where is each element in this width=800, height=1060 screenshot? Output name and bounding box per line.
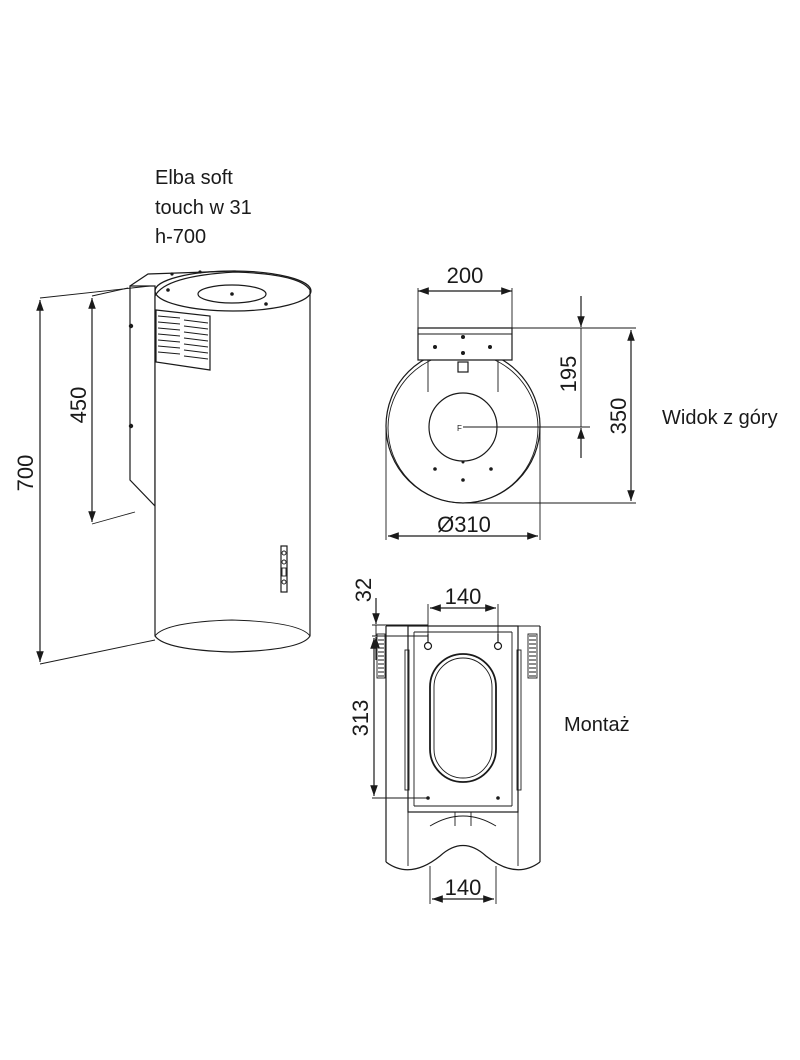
title-line-1: Elba soft (155, 167, 233, 189)
cylinder-top (154, 270, 312, 312)
mounting-plate (407, 625, 519, 813)
dim-width-top: 140 (445, 584, 482, 609)
wall-bracket (129, 285, 156, 508)
dim-diameter: Ø310 (437, 512, 491, 537)
top-view-caption: Widok z góry (662, 407, 778, 429)
dim-width-bottom: 140 (445, 875, 482, 900)
mount-view-caption: Montaż (564, 714, 630, 736)
dim-width-bracket: 200 (447, 263, 484, 288)
vent-grille (155, 309, 211, 371)
title-line-3: h-700 (155, 226, 206, 248)
touch-control-panel (280, 545, 288, 593)
center-mark: F (457, 424, 462, 433)
product-title: Elba soft touch w 31 h-700 (155, 167, 252, 248)
dim-height-bracket: 450 (66, 387, 91, 424)
dim-offset-top: 32 (351, 578, 376, 602)
side-view: 700 450 (13, 270, 312, 665)
break-line (385, 844, 541, 871)
mount-vent-left (376, 633, 386, 679)
dim-height-total: 700 (13, 455, 38, 492)
dim-depth-total: 350 (606, 398, 631, 435)
title-line-2: touch w 31 (155, 197, 252, 219)
top-view-bracket (417, 327, 513, 361)
dim-height-holes: 313 (348, 700, 373, 737)
top-view: F 200 195 350 Ø310 Widok z góry (385, 263, 778, 540)
cylinder-body (154, 271, 311, 653)
mount-vent-right (527, 633, 538, 679)
plate-opening (429, 653, 497, 783)
mount-screw (457, 361, 469, 373)
cylinder-top-opening (197, 284, 267, 304)
dim-depth-bracket: 195 (556, 356, 581, 393)
mount-view: 32 140 313 140 Montaż (348, 578, 630, 904)
